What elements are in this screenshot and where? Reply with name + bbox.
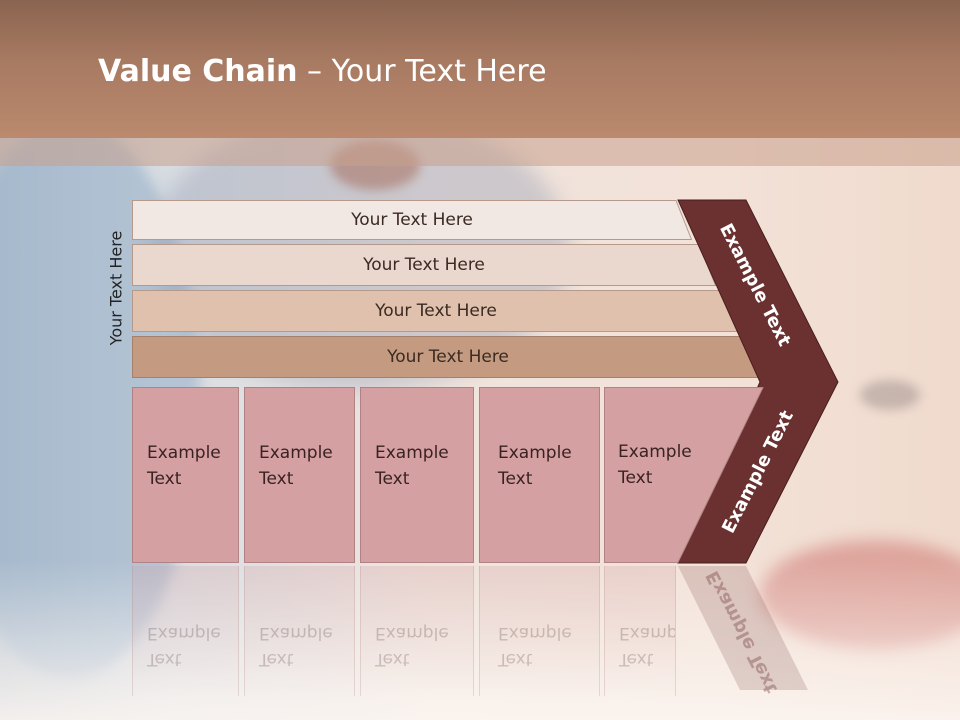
box-1-line1: Example — [147, 443, 221, 463]
box-1-line2: Text — [147, 469, 182, 489]
bar-2[interactable]: Your Text Here — [132, 244, 716, 286]
box-4-refl-line2: Text — [498, 649, 533, 669]
slide-title[interactable]: Value Chain – Your Text Here — [98, 54, 547, 89]
box-1-reflection: Text Example — [132, 566, 239, 696]
box-1-refl-line2: Text — [147, 649, 182, 669]
box-4-reflection: Text Example — [479, 566, 600, 696]
box-3[interactable]: Example Text — [360, 387, 474, 563]
box-3-line1: Example — [375, 443, 449, 463]
title-bar — [0, 0, 960, 138]
box-5-line2: Text — [618, 468, 653, 488]
box-3-line2: Text — [375, 469, 410, 489]
box-4[interactable]: Example Text — [479, 387, 600, 563]
box-5-line1: Example — [618, 442, 692, 462]
title-bold: Value Chain — [98, 54, 298, 89]
box-1[interactable]: Example Text — [132, 387, 239, 563]
title-rest: – Your Text Here — [297, 54, 547, 89]
box-4-line1: Example — [498, 443, 572, 463]
box-4-refl-line1: Example — [498, 623, 572, 643]
box-3-refl-line2: Text — [375, 649, 410, 669]
bar-2-label: Your Text Here — [363, 255, 485, 275]
box-5[interactable]: Example Text — [604, 387, 714, 563]
box-2-line1: Example — [259, 443, 333, 463]
box-5-reflection: Text Example — [604, 566, 676, 696]
box-2-refl-line1: Example — [259, 623, 333, 643]
bar-4-label: Your Text Here — [387, 347, 509, 367]
box-5-shape — [604, 387, 764, 563]
box-5-refl-line1: Example — [619, 623, 676, 643]
box-1-refl-line1: Example — [147, 623, 221, 643]
box-3-refl-line1: Example — [375, 623, 449, 643]
background-fade — [0, 560, 960, 720]
title-bar-band — [0, 138, 960, 166]
box-2-reflection: Text Example — [244, 566, 355, 696]
box-5-refl-line2: Text — [619, 649, 654, 669]
box-2[interactable]: Example Text — [244, 387, 355, 563]
box-2-line2: Text — [259, 469, 294, 489]
bar-1[interactable]: Your Text Here — [132, 200, 692, 240]
box-4-line2: Text — [498, 469, 533, 489]
box-3-reflection: Text Example — [360, 566, 474, 696]
box-2-refl-line2: Text — [259, 649, 294, 669]
background-photo-eye — [860, 380, 920, 410]
bar-4[interactable]: Your Text Here — [132, 336, 764, 378]
bar-3-label: Your Text Here — [375, 301, 497, 321]
bar-1-label: Your Text Here — [351, 210, 473, 230]
